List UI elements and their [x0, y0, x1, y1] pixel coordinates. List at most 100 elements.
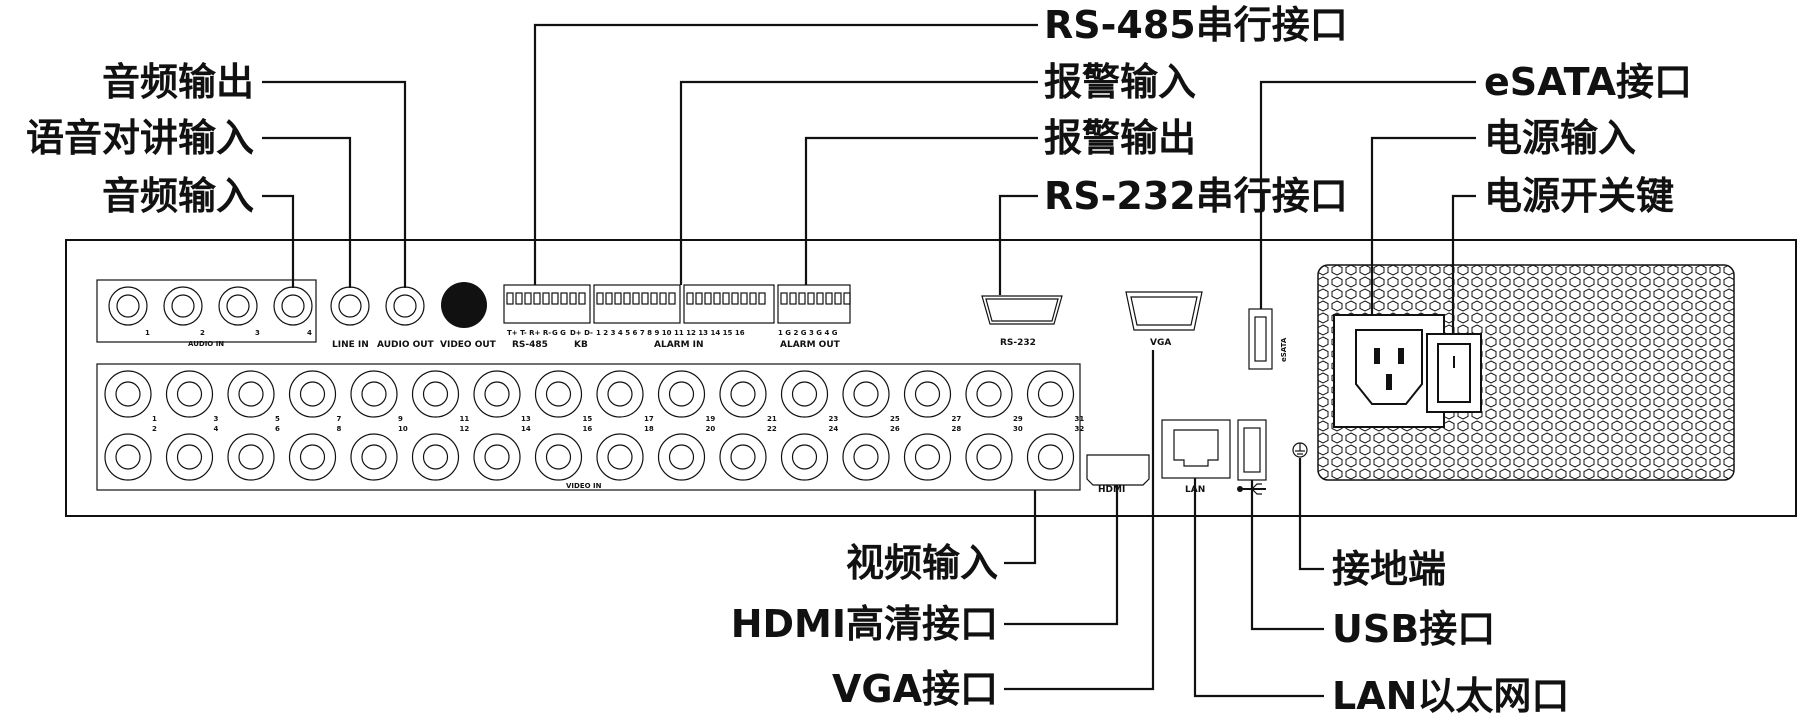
- video-in-bnc: [842, 370, 890, 418]
- video-in-number: 9: [398, 415, 403, 423]
- terminal-pin: [834, 292, 842, 305]
- video-in-number: 7: [337, 415, 342, 423]
- video-in-bnc: [534, 433, 583, 481]
- audio-in-number: 3: [255, 329, 260, 337]
- callout-alarm-out: 报警输出: [1044, 116, 1196, 160]
- terminal-pin: [798, 292, 806, 305]
- video-in-number: 5: [275, 415, 280, 423]
- alarm-out-pins-label: 1 G 2 G 3 G 4 G: [778, 329, 838, 337]
- video-in-bnc: [596, 433, 644, 481]
- video-in-number: 12: [460, 425, 470, 433]
- kb-label: KB: [574, 340, 588, 350]
- video-in-number: 4: [214, 425, 219, 433]
- terminal-pin: [722, 292, 730, 305]
- video-in-bnc: [473, 433, 521, 481]
- terminal-pin: [605, 292, 613, 305]
- video-in-bnc: [227, 433, 275, 481]
- video-in-bnc: [1026, 433, 1075, 481]
- video-in-bnc: [288, 370, 337, 418]
- power-switch: [1426, 333, 1482, 413]
- terminal-pin: [506, 292, 514, 305]
- video-in-bnc: [780, 433, 829, 481]
- terminal-pin: [578, 292, 586, 305]
- video-out-label: VIDEO OUT: [440, 340, 497, 350]
- callout-rs232: RS-232串行接口: [1044, 174, 1348, 218]
- video-in-bnc: [165, 433, 214, 481]
- terminal-pin: [596, 292, 604, 305]
- callout-power-switch: 电源开关键: [1484, 174, 1674, 218]
- audio-in-jack: [218, 286, 258, 326]
- video-in-bnc: [842, 433, 890, 481]
- terminal-pin: [686, 292, 694, 305]
- terminal-pin: [825, 292, 833, 305]
- video-in-number: 25: [890, 415, 900, 423]
- callout-audio-out: 音频输出: [102, 60, 254, 104]
- video-in-bnc: [1026, 370, 1075, 418]
- callout-usb: USB接口: [1332, 607, 1495, 651]
- callout-lan: LAN以太网口: [1332, 674, 1569, 718]
- video-out-jack: [441, 282, 487, 328]
- audio-out-label: AUDIO OUT: [377, 340, 435, 350]
- video-in-number: 30: [1013, 425, 1023, 433]
- video-in-bnc: [411, 370, 460, 418]
- video-in-number: 15: [583, 415, 593, 423]
- video-in-number: 14: [521, 425, 531, 433]
- terminal-pin: [695, 292, 703, 305]
- video-in-number: 24: [829, 425, 839, 433]
- video-in-bnc: [965, 433, 1013, 481]
- video-in-number: 28: [952, 425, 962, 433]
- ground-icon: [1292, 442, 1308, 458]
- video-in-number: 19: [706, 415, 716, 423]
- video-in-number: 26: [890, 425, 900, 433]
- video-in-numbers: 1234567891011121314151617181920212223242…: [152, 415, 1084, 433]
- video-in-bnc: [473, 370, 521, 418]
- audio-in-jack: [163, 286, 203, 326]
- terminal-pin: [650, 292, 658, 305]
- terminal-pin: [843, 292, 851, 305]
- video-in-number: 11: [460, 415, 470, 423]
- terminal-pin: [789, 292, 797, 305]
- audio-in-number: 1: [145, 329, 150, 337]
- video-in-bnc: [411, 433, 460, 481]
- audio-in-number: 2: [200, 329, 205, 337]
- audio-in-jack: [108, 286, 148, 326]
- terminal-pin: [731, 292, 739, 305]
- callout-alarm-in: 报警输入: [1044, 60, 1196, 104]
- callout-esata: eSATA接口: [1484, 60, 1692, 104]
- video-in-number: 3: [214, 415, 219, 423]
- callout-vga: VGA接口: [832, 667, 998, 711]
- terminal-pin: [713, 292, 721, 305]
- terminal-pins: [506, 292, 851, 305]
- terminal-pin: [632, 292, 640, 305]
- rs232-port: [981, 295, 1063, 325]
- terminal-pin: [780, 292, 788, 305]
- video-in-bnc: [657, 370, 706, 418]
- hdmi-label: HDMI: [1098, 485, 1125, 495]
- audio-in-label: AUDIO IN: [188, 340, 224, 348]
- esata-label: eSATA: [1280, 337, 1288, 362]
- callout-audio-in: 音频输入: [102, 174, 254, 218]
- terminal-pin: [740, 292, 748, 305]
- terminal-pin: [524, 292, 532, 305]
- video-in-number: 31: [1075, 415, 1085, 423]
- video-in-bnc: [534, 370, 583, 418]
- terminal-pin: [659, 292, 667, 305]
- audio-in-connectors: [108, 286, 313, 326]
- alarm-in-label: ALARM IN: [654, 340, 704, 350]
- video-in-bnc: [104, 370, 152, 418]
- terminal-pin: [542, 292, 550, 305]
- callout-ground: 接地端: [1332, 547, 1446, 591]
- g-pins-label: G G: [552, 329, 566, 337]
- video-in-bnc: [350, 433, 398, 481]
- audio-in-number: 4: [307, 329, 312, 337]
- terminal-pin: [569, 292, 577, 305]
- terminal-pin: [533, 292, 541, 305]
- video-in-number: 32: [1075, 425, 1085, 433]
- video-in-number: 21: [767, 415, 777, 423]
- terminal-pin: [749, 292, 757, 305]
- callout-hdmi: HDMI高清接口: [731, 602, 998, 646]
- alarm-in-pins-label: 1 2 3 4 5 6 7 8 9 10 11 12 13 14 15 16: [596, 329, 745, 337]
- video-in-number: 6: [275, 425, 280, 433]
- video-in-number: 1: [152, 415, 157, 423]
- video-in-bnc: [903, 370, 952, 418]
